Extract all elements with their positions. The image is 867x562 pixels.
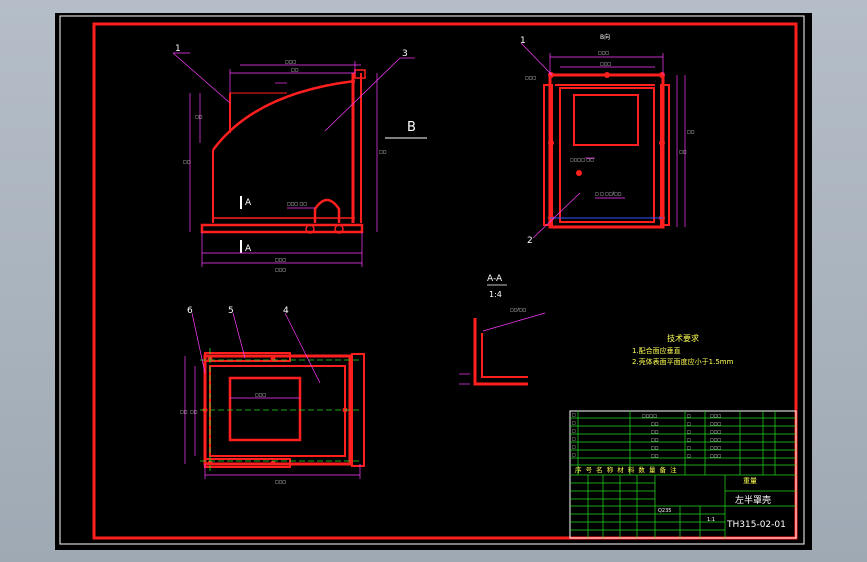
svg-text:□□□□ □□: □□□□ □□ (570, 157, 594, 162)
svg-text:□□□: □□□ (285, 59, 297, 64)
view-b-title: B向 (600, 33, 610, 41)
section-a-a[interactable]: A-A 1:4 □□/□□ (459, 274, 546, 386)
balloon-1-front: 1 (175, 44, 181, 54)
drawing-frame (92, 22, 798, 540)
title-block[interactable]: □□□ □□□ □□□□□□□□ □□□□□□ □□□ □□□ □□□□□□□□… (569, 410, 797, 539)
bom-header: 序 号 名 称 材 料 数 量 备 注 (575, 465, 678, 474)
svg-text:□□: □□ (651, 453, 659, 458)
svg-text:□□□: □□□ (525, 75, 537, 80)
svg-text:□□□: □□□ (710, 421, 722, 426)
svg-text:□□: □□ (190, 409, 198, 414)
section-title: A-A (487, 274, 503, 284)
svg-text:□□□: □□□ (710, 429, 722, 434)
svg-text:□: □ (687, 437, 691, 442)
svg-text:□ □ □□/□□: □ □ □□/□□ (595, 191, 622, 196)
top-view[interactable]: □□□ □□ □□ □□□ 6 5 4 (180, 306, 365, 484)
balloon-2: 2 (527, 236, 533, 246)
svg-text:□: □ (687, 421, 691, 426)
svg-text:□□□: □□□ (600, 61, 612, 66)
svg-text:□: □ (687, 453, 691, 458)
svg-text:□: □ (572, 428, 576, 433)
svg-text:□□: □□ (183, 159, 191, 164)
view-direction-b: B (407, 120, 416, 135)
view-b[interactable]: B向 □□□ □□□ □□ □□ □□□ (520, 33, 695, 246)
drawing-sheet[interactable]: A A □□□ □□ □□□ □□□ □□ □□ □□ □□□ □□ (55, 13, 812, 550)
cad-drawing: A A □□□ □□ □□□ □□□ □□ □□ □□ □□□ □□ (59, 15, 805, 545)
balloon-6: 6 (187, 306, 193, 316)
svg-text:□□□: □□□ (275, 479, 287, 484)
svg-text:□□□: □□□ (275, 257, 287, 262)
svg-text:□□□: □□□ (598, 50, 610, 55)
svg-text:□: □ (572, 420, 576, 425)
svg-text:□: □ (572, 452, 576, 457)
notes-line-2: 2.壳体表面平面度应小于1.5mm (632, 357, 734, 366)
svg-text:□□□: □□□ (710, 413, 722, 418)
svg-text:□□/□□: □□/□□ (510, 307, 527, 312)
section-scale: 1:4 (489, 290, 502, 299)
svg-text:□□□: □□□ (710, 453, 722, 458)
svg-text:□□□: □□□ (710, 437, 722, 442)
svg-text:□□□: □□□ (255, 392, 267, 397)
part-name: 左半罩壳 (735, 494, 771, 506)
balloon-4: 4 (283, 306, 289, 316)
svg-text:□: □ (572, 436, 576, 441)
svg-text:□□: □□ (651, 429, 659, 434)
section-mark-bottom: A (245, 244, 252, 254)
svg-text:□□: □□ (651, 421, 659, 426)
balloon-3: 3 (402, 49, 408, 59)
svg-text:□□: □□ (291, 67, 299, 72)
svg-text:□□□□: □□□□ (642, 413, 657, 418)
svg-text:□□: □□ (679, 149, 687, 154)
balloon-5: 5 (228, 306, 234, 316)
svg-text:□□: □□ (379, 149, 387, 154)
svg-text:□□: □□ (651, 445, 659, 450)
weight-label: 重量 (743, 477, 757, 485)
material: Q235 (658, 508, 671, 514)
svg-text:□: □ (572, 412, 576, 417)
svg-text:□: □ (687, 445, 691, 450)
front-view[interactable]: A A □□□ □□ □□□ □□□ □□ □□ □□ □□□ □□ (172, 44, 427, 272)
svg-text:□□: □□ (180, 409, 188, 414)
svg-text:□□: □□ (651, 437, 659, 442)
svg-text:□□: □□ (195, 114, 203, 119)
svg-text:□: □ (687, 413, 691, 418)
drawing-number: TH315-02-01 (726, 520, 786, 530)
svg-text:□: □ (572, 444, 576, 449)
balloon-1-view-b: 1 (520, 36, 526, 46)
outer-border (59, 15, 805, 545)
notes-line-1: 1.配合面应垂直 (632, 346, 681, 355)
svg-text:□□□ □□: □□□ □□ (287, 201, 307, 206)
svg-text:□□□: □□□ (275, 267, 287, 272)
technical-notes: 技术要求 1.配合面应垂直 2.壳体表面平面度应小于1.5mm (632, 333, 734, 366)
svg-text:□: □ (687, 429, 691, 434)
scale-value: 1:1 (707, 517, 715, 523)
notes-title: 技术要求 (667, 333, 699, 343)
svg-text:□□□: □□□ (710, 445, 722, 450)
section-mark-top: A (245, 198, 252, 208)
svg-text:□□: □□ (687, 129, 695, 134)
